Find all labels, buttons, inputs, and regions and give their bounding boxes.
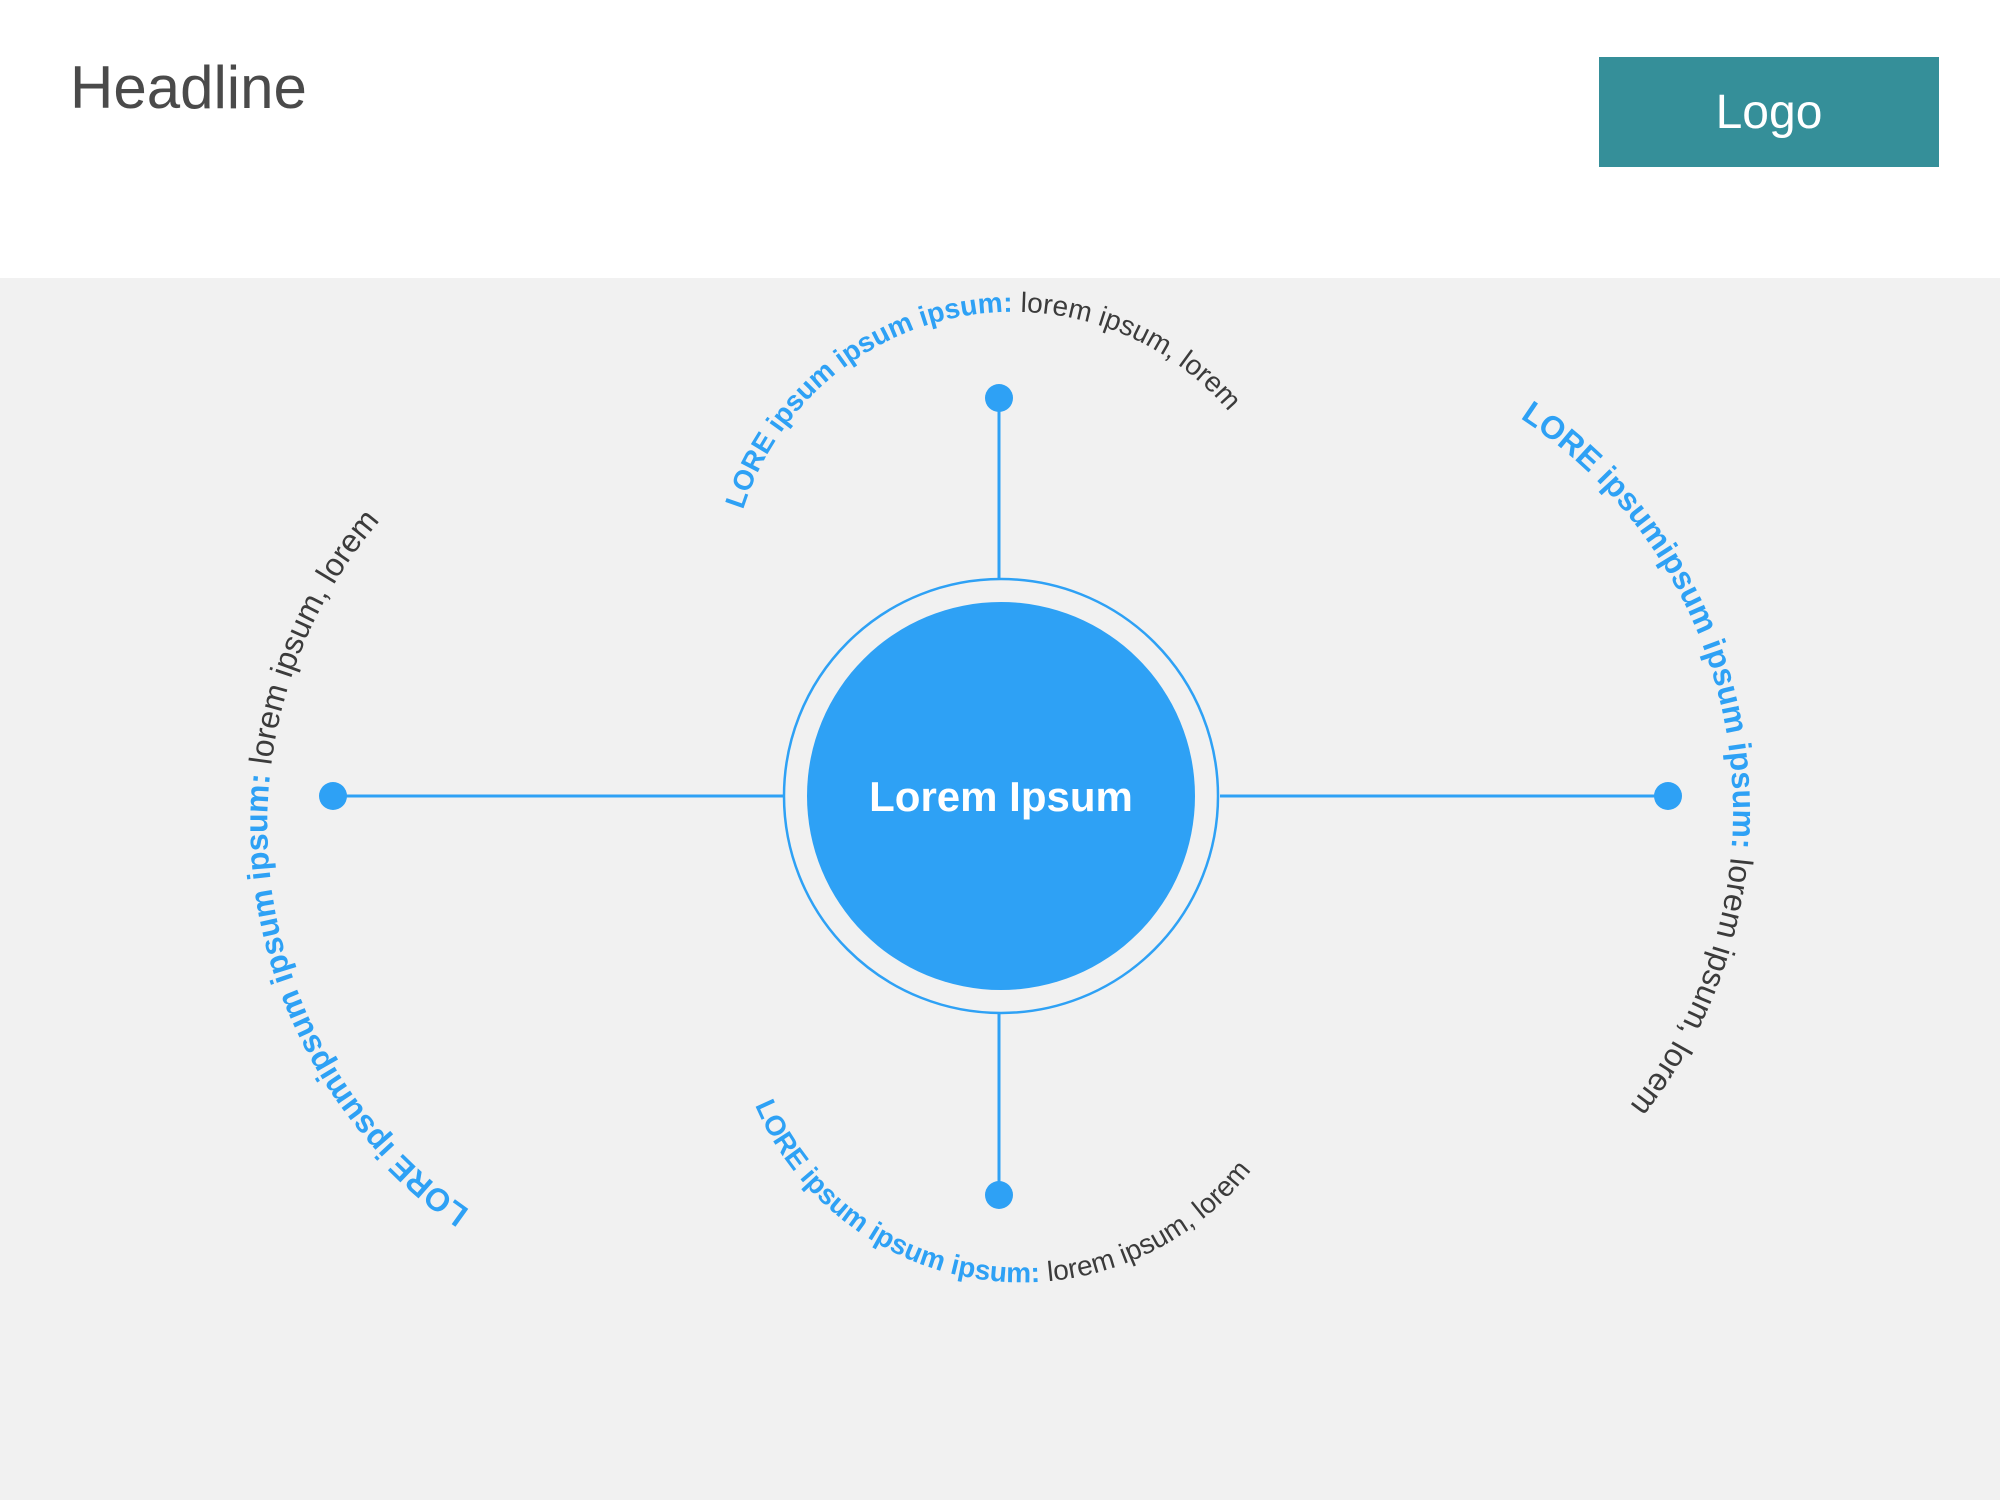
node-right-dot [1654, 782, 1682, 810]
hub-circle [807, 602, 1195, 990]
branch-left-rest: lorem ipsum, lorem [241, 502, 385, 775]
branch-top-rest: lorem ipsum, lorem [1013, 287, 1248, 416]
branch-right-lead: LORE ipsumipsum ipsum ipsum: [1516, 394, 1762, 850]
branch-right-rest: lorem ipsum, lorem [1624, 848, 1760, 1124]
logo-label: Logo [1715, 85, 1823, 139]
node-top-dot [985, 384, 1013, 412]
logo: Logo [1599, 57, 1939, 167]
branch-right-label: LORE ipsumipsum ipsum ipsum: lorem ipsum… [1516, 394, 1762, 1123]
header: Headline Logo [0, 0, 2000, 278]
node-left-dot [319, 782, 347, 810]
branch-top-lead: LORE ipsum ipsum ipsum: [719, 287, 1013, 512]
branch-bottom-rest: lorem ipsum, lorem [1038, 1154, 1256, 1288]
branch-left-lead: LORE ipsumipsum ipsum ipsum: [238, 772, 474, 1234]
headline: Headline [70, 54, 307, 121]
branch-top-label: LORE ipsum ipsum ipsum: lorem ipsum, lor… [719, 287, 1247, 512]
hub-label: Lorem Ipsum [869, 773, 1133, 820]
node-bottom-dot [985, 1181, 1013, 1209]
branch-left-label: LORE ipsumipsum ipsum ipsum: lorem ipsum… [238, 502, 474, 1234]
